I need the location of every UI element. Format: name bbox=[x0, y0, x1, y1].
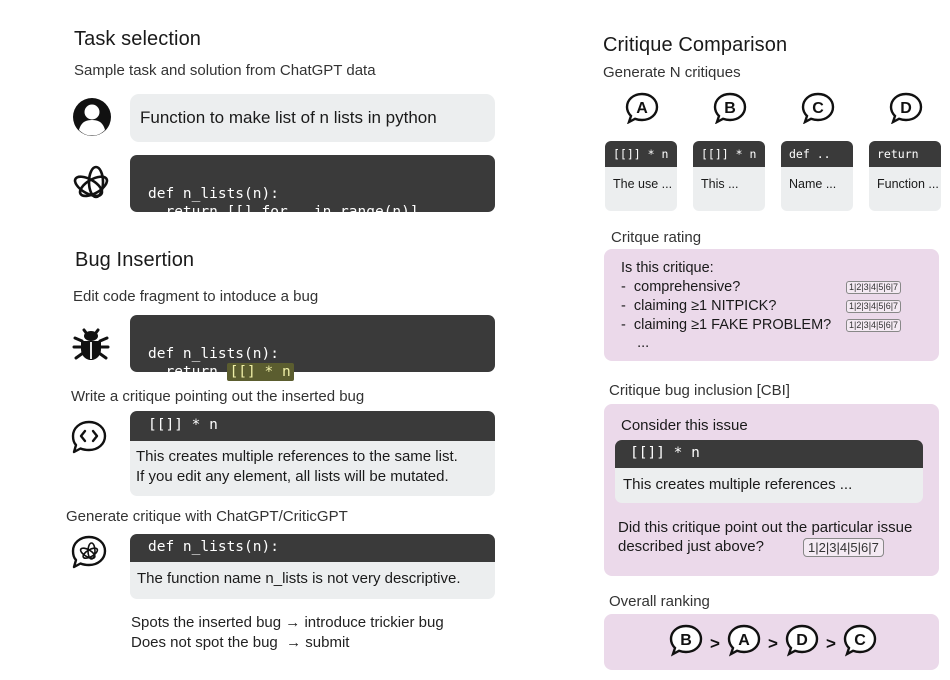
letter-bubble-icon: A bbox=[727, 624, 761, 657]
rating-item: - comprehensive? bbox=[621, 279, 741, 295]
ranking-letter: C bbox=[854, 632, 866, 649]
cbi-issue-box: This creates multiple references ... bbox=[615, 468, 923, 503]
cbi-label: Critique bug inclusion [CBI] bbox=[609, 382, 790, 399]
critique-card-code: return bbox=[869, 141, 941, 167]
bug-code-box: def n_lists(n): return [[] * n bbox=[130, 315, 495, 381]
letter-bubble-icon: A bbox=[624, 92, 660, 124]
user-prompt-box: Function to make list of n lists in pyth… bbox=[130, 94, 495, 142]
generated-critique-box: The function name n_lists is not very de… bbox=[130, 562, 495, 599]
critique-letter: D bbox=[900, 100, 912, 117]
critique-code-text: [[]] * n bbox=[148, 417, 218, 433]
comparison-subtitle: Generate N critiques bbox=[603, 64, 741, 81]
bug-code-prefix: return bbox=[148, 364, 227, 380]
ranking-letter: A bbox=[738, 632, 750, 649]
letter-bubble-icon: C bbox=[800, 92, 836, 124]
cbi-consider: Consider this issue bbox=[621, 417, 748, 434]
bug-code-line1: def n_lists(n): bbox=[148, 346, 279, 362]
critique-code-header: [[]] * n bbox=[130, 411, 495, 441]
rating-item: - claiming ≥1 FAKE PROBLEM? bbox=[621, 317, 832, 333]
letter-bubble-icon: D bbox=[888, 92, 924, 124]
cbi-question-line2: described just above? bbox=[618, 538, 764, 555]
comparison-title: Critique Comparison bbox=[603, 34, 788, 56]
critique-card-code: [[]] * n bbox=[693, 141, 765, 167]
generated-code-text: def n_lists(n): bbox=[148, 539, 279, 555]
likert-scale[interactable]: 1|2|3|4|5|6|7 bbox=[846, 281, 902, 294]
rating-item: - claiming ≥1 NITPICK? bbox=[621, 298, 777, 314]
critique-text-line1: This creates multiple references to the … bbox=[136, 448, 458, 465]
letter-bubble-icon: B bbox=[712, 92, 748, 124]
ranking-panel: B > A > D > C bbox=[604, 614, 939, 670]
outcome-no-spot: Does not spot the bug → submit bbox=[131, 634, 350, 651]
cbi-issue-text: This creates multiple references ... bbox=[623, 476, 853, 493]
cbi-likert-scale[interactable]: 1|2|3|4|5|6|7 bbox=[803, 538, 884, 557]
rating-panel: Is this critique: - comprehensive? - cla… bbox=[604, 249, 939, 361]
ranking-separator: > bbox=[710, 634, 720, 653]
code-chat-icon bbox=[70, 419, 108, 455]
cbi-code-text: [[]] * n bbox=[630, 445, 700, 461]
critique-letter: A bbox=[636, 100, 648, 117]
letter-bubble-icon: D bbox=[785, 624, 819, 657]
task-selection-title: Task selection bbox=[74, 28, 202, 50]
critique-card-code: def .. bbox=[781, 141, 853, 167]
openai-chat-icon bbox=[70, 534, 108, 570]
critique-letter: B bbox=[724, 100, 736, 117]
bug-icon bbox=[71, 324, 111, 364]
inserted-bug-highlight: [[] * n bbox=[226, 363, 294, 381]
user-prompt-text: Function to make list of n lists in pyth… bbox=[140, 108, 437, 127]
likert-scale[interactable]: 1|2|3|4|5|6|7 bbox=[846, 300, 902, 313]
critique-letter: C bbox=[812, 100, 824, 117]
bug-insertion-title: Bug Insertion bbox=[75, 249, 195, 271]
outcome-spots-bug: Spots the inserted bug → introduce trick… bbox=[131, 614, 444, 631]
write-critique-subtitle: Write a critique pointing out the insert… bbox=[71, 388, 365, 405]
generate-critique-subtitle: Generate critique with ChatGPT/CriticGPT bbox=[66, 508, 348, 525]
bug-insertion-subtitle: Edit code fragment to intoduce a bug bbox=[73, 288, 319, 305]
critique-card-text: This ... bbox=[693, 167, 765, 211]
cbi-question-line1: Did this critique point out the particul… bbox=[618, 519, 913, 536]
ranking-label: Overall ranking bbox=[609, 593, 710, 610]
outcomes: Spots the inserted bug → introduce trick… bbox=[131, 613, 444, 653]
ranking-row: B > A > D > C bbox=[669, 624, 877, 657]
ranking-letter: B bbox=[680, 632, 692, 649]
likert-scale[interactable]: 1|2|3|4|5|6|7 bbox=[846, 319, 902, 332]
rating-item: ... bbox=[621, 335, 650, 351]
ranking-separator: > bbox=[826, 634, 836, 653]
critique-card-b: [[]] * n This ... bbox=[693, 141, 765, 211]
user-avatar-icon bbox=[72, 97, 112, 137]
critique-card-text: Function ... bbox=[869, 167, 941, 211]
ranking-letter: D bbox=[796, 632, 808, 649]
critique-text-line2: If you edit any element, all lists will … bbox=[136, 468, 449, 485]
letter-bubble-icon: B bbox=[669, 624, 703, 657]
cbi-panel: Consider this issue [[]] * n This create… bbox=[604, 404, 939, 576]
rating-label: Critque rating bbox=[611, 229, 702, 246]
solution-code-line1: def n_lists(n): bbox=[148, 186, 279, 202]
critique-card-a: [[]] * n The use ... bbox=[605, 141, 677, 211]
rating-question: Is this critique: bbox=[621, 260, 714, 276]
cbi-code-header: [[]] * n bbox=[615, 440, 923, 468]
solution-code-line2: return [[] for _ in range(n)] bbox=[148, 204, 419, 220]
critique-card-c: def .. Name ... bbox=[781, 141, 853, 211]
generated-critique-text: The function name n_lists is not very de… bbox=[137, 570, 461, 587]
critique-text-box: This creates multiple references to the … bbox=[130, 441, 495, 496]
critique-card-text: The use ... bbox=[605, 167, 677, 211]
openai-logo-icon bbox=[71, 162, 111, 202]
generated-code-header: def n_lists(n): bbox=[130, 534, 495, 562]
letter-bubble-icon: C bbox=[843, 624, 877, 657]
task-selection-subtitle: Sample task and solution from ChatGPT da… bbox=[74, 62, 376, 79]
solution-code-box: def n_lists(n): return [[] for _ in rang… bbox=[130, 155, 495, 220]
ranking-separator: > bbox=[768, 634, 778, 653]
critique-card-text: Name ... bbox=[781, 167, 853, 211]
critique-card-d: return Function ... bbox=[869, 141, 941, 211]
critique-card-code: [[]] * n bbox=[605, 141, 677, 167]
